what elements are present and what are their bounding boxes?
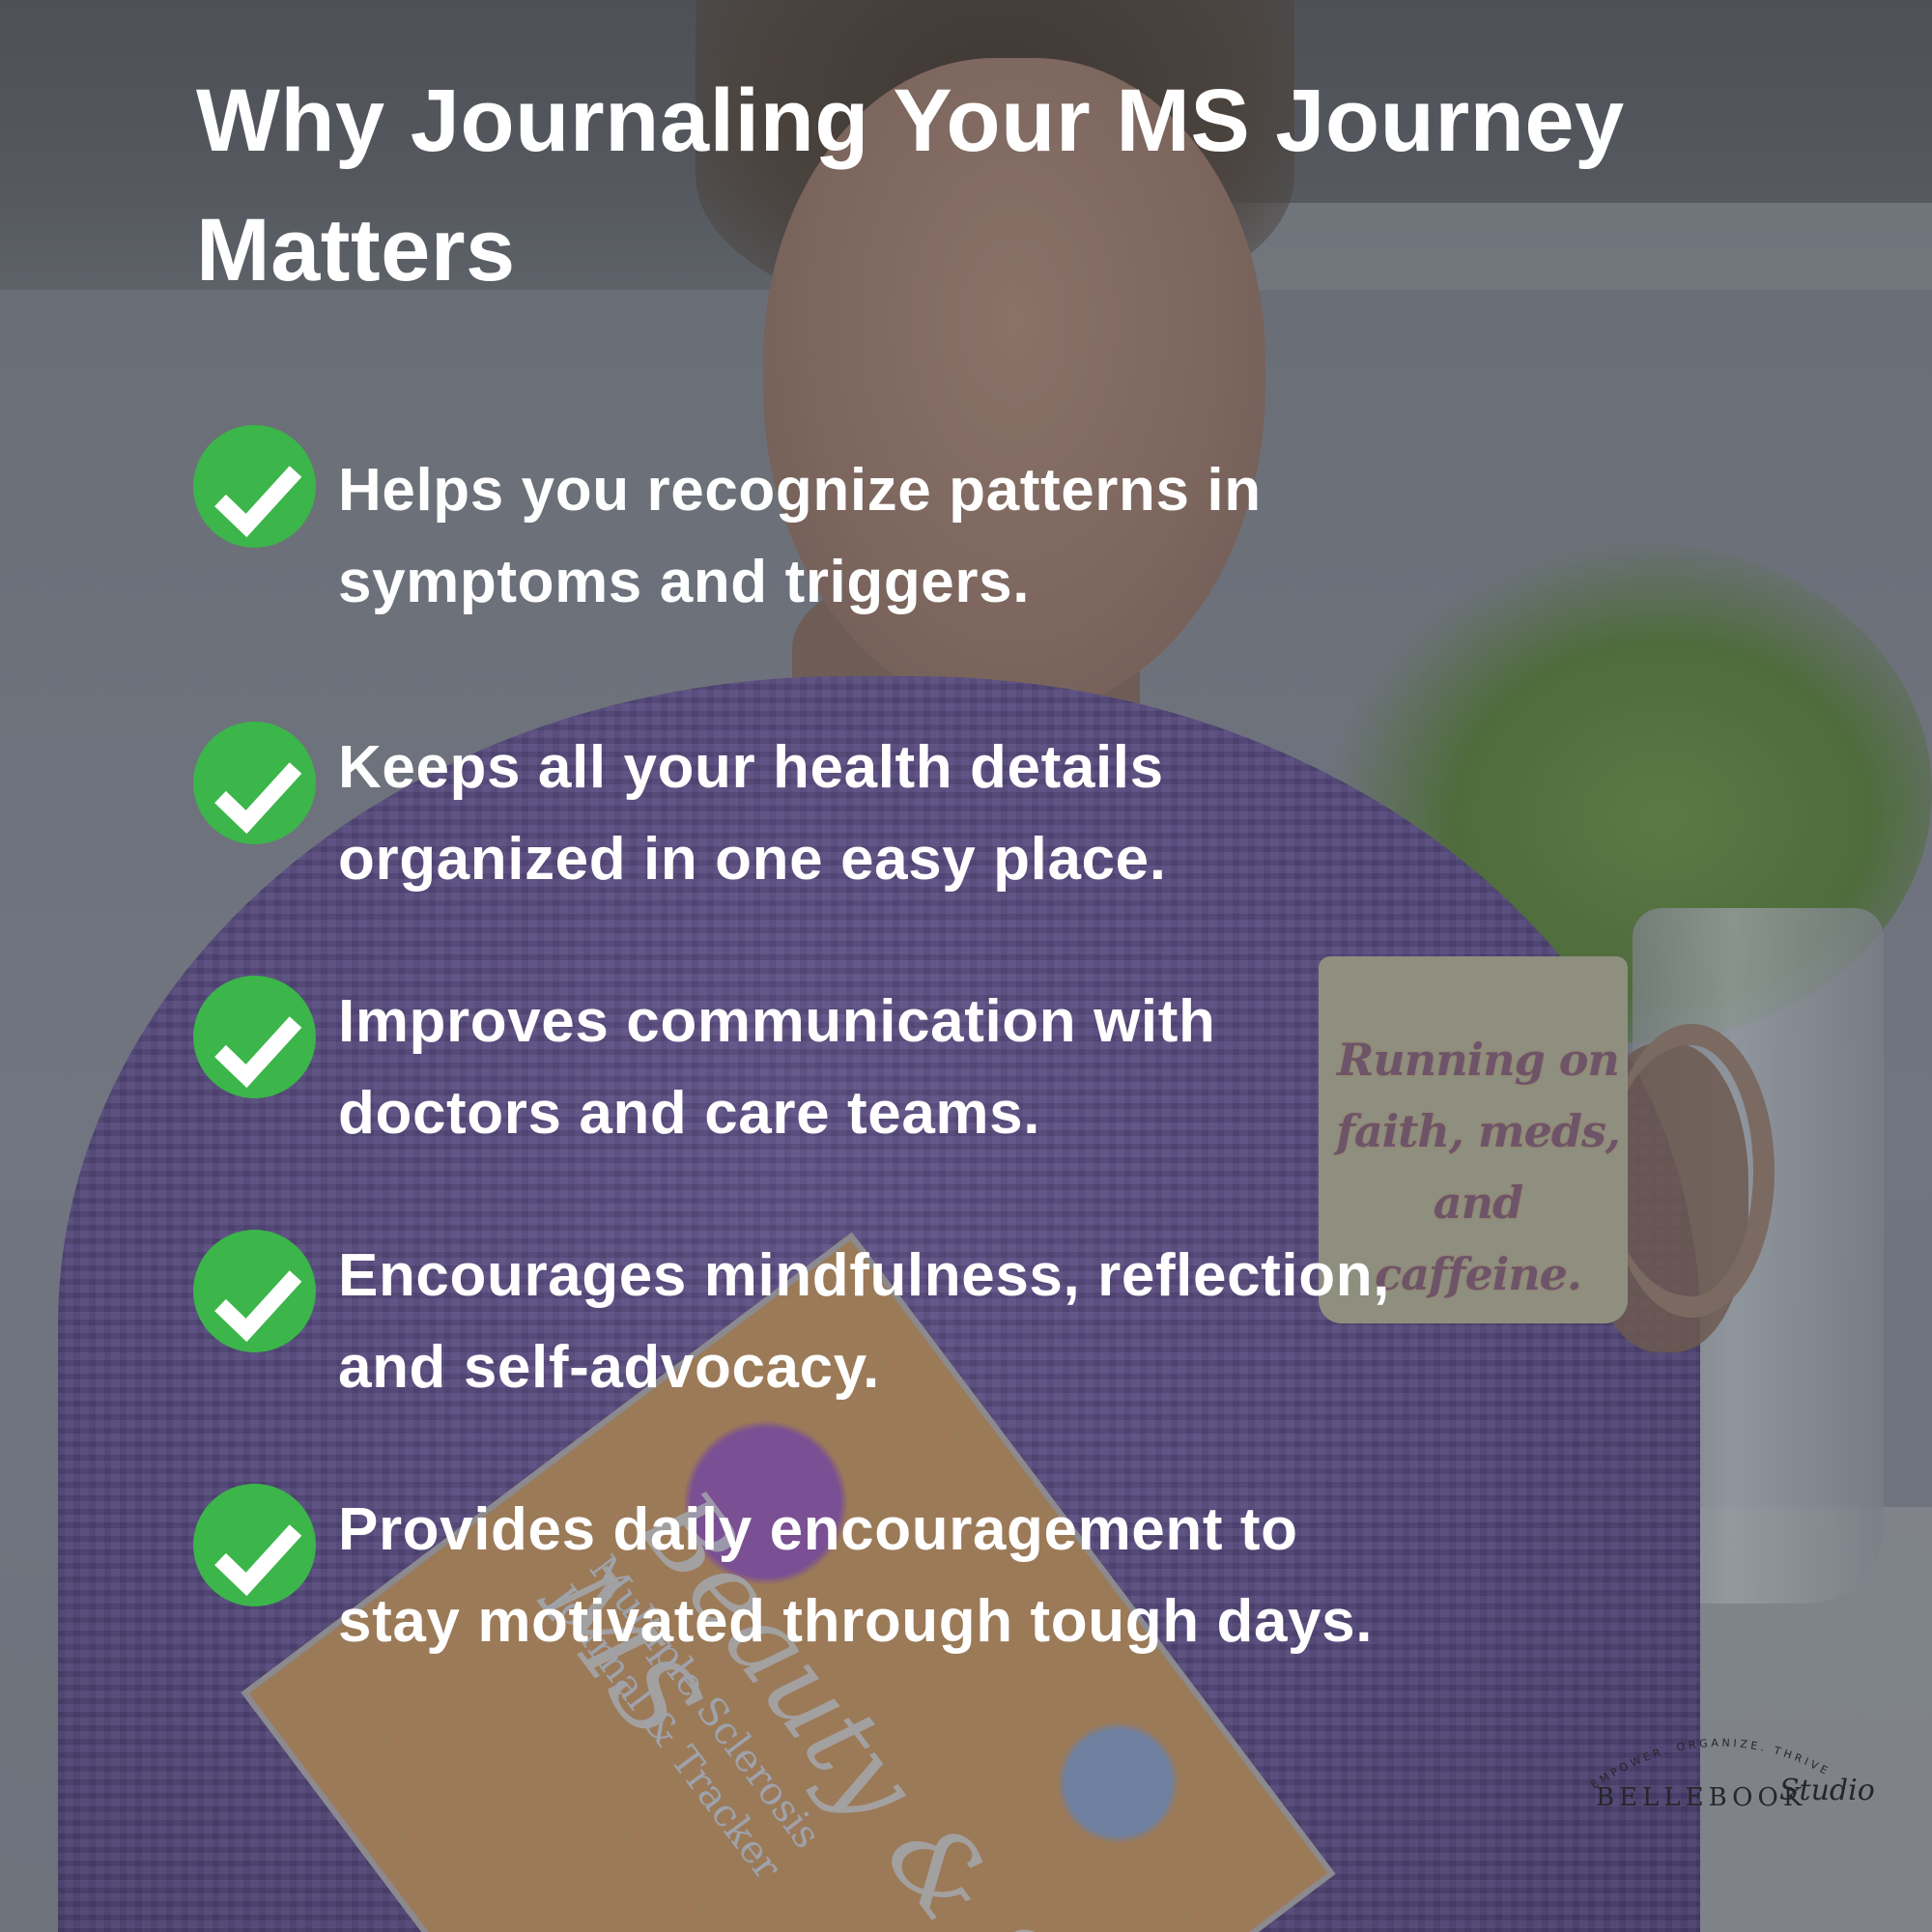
benefit-item: Keeps all your health details organized … [193, 722, 1642, 915]
benefit-line: Improves communication with [338, 988, 1216, 1055]
benefit-item: Encourages mindfulness, reflection, and … [193, 1230, 1642, 1423]
benefit-text: Provides daily encouragement to stay mot… [338, 1484, 1690, 1667]
benefit-item: Provides daily encouragement to stay mot… [193, 1484, 1642, 1677]
mug-slogan-line: and caffeine. [1375, 1177, 1582, 1300]
logo-tagline-arc: EMPOWER. ORGANIZE. THRIVE [1589, 1737, 1830, 1792]
benefit-item: Helps you recognize patterns in symptoms… [193, 425, 1642, 618]
benefit-line: and self-advocacy. [338, 1334, 880, 1401]
benefit-line: symptoms and triggers. [338, 549, 1031, 615]
benefit-line: Encourages mindfulness, reflection, [338, 1242, 1391, 1309]
bellebook-studio-logo: EMPOWER. ORGANIZE. THRIVE BELLEBOOK Stud… [1575, 1719, 1875, 1826]
mug-slogan-line: faith, meds, [1336, 1105, 1621, 1157]
check-circle-icon [193, 976, 316, 1098]
mug-slogan: Running on faith, meds, and caffeine. [1328, 1024, 1628, 1310]
benefit-line: doctors and care teams. [338, 1080, 1041, 1147]
benefit-text: Improves communication with doctors and … [338, 976, 1690, 1159]
benefit-line: organized in one easy place. [338, 826, 1167, 893]
benefit-text: Encourages mindfulness, reflection, and … [338, 1230, 1690, 1413]
benefit-item: Improves communication with doctors and … [193, 976, 1642, 1169]
benefit-text: Helps you recognize patterns in symptoms… [338, 444, 1690, 628]
check-circle-icon [193, 1230, 316, 1352]
mug-slogan-line: Running on [1337, 1034, 1620, 1086]
title-line-2: Matters [196, 201, 516, 299]
benefit-line: stay motivated through tough days. [338, 1588, 1374, 1655]
logo-name: BELLEBOOK [1596, 1783, 1807, 1812]
check-circle-icon [193, 722, 316, 844]
check-circle-icon [193, 425, 316, 548]
benefit-line: Helps you recognize patterns in [338, 457, 1262, 524]
woman-face-photo [763, 58, 1265, 715]
mug-photo [1319, 956, 1628, 1323]
title-line-1: Why Journaling Your MS Journey [196, 71, 1625, 170]
logo-script: Studio [1779, 1774, 1875, 1807]
benefit-text: Keeps all your health details organized … [338, 722, 1690, 905]
benefit-line: Provides daily encouragement to [338, 1496, 1298, 1563]
check-circle-icon [193, 1484, 316, 1606]
benefit-line: Keeps all your health details [338, 734, 1164, 801]
page-title: Why Journaling Your MS Journey Matters [196, 56, 1858, 315]
